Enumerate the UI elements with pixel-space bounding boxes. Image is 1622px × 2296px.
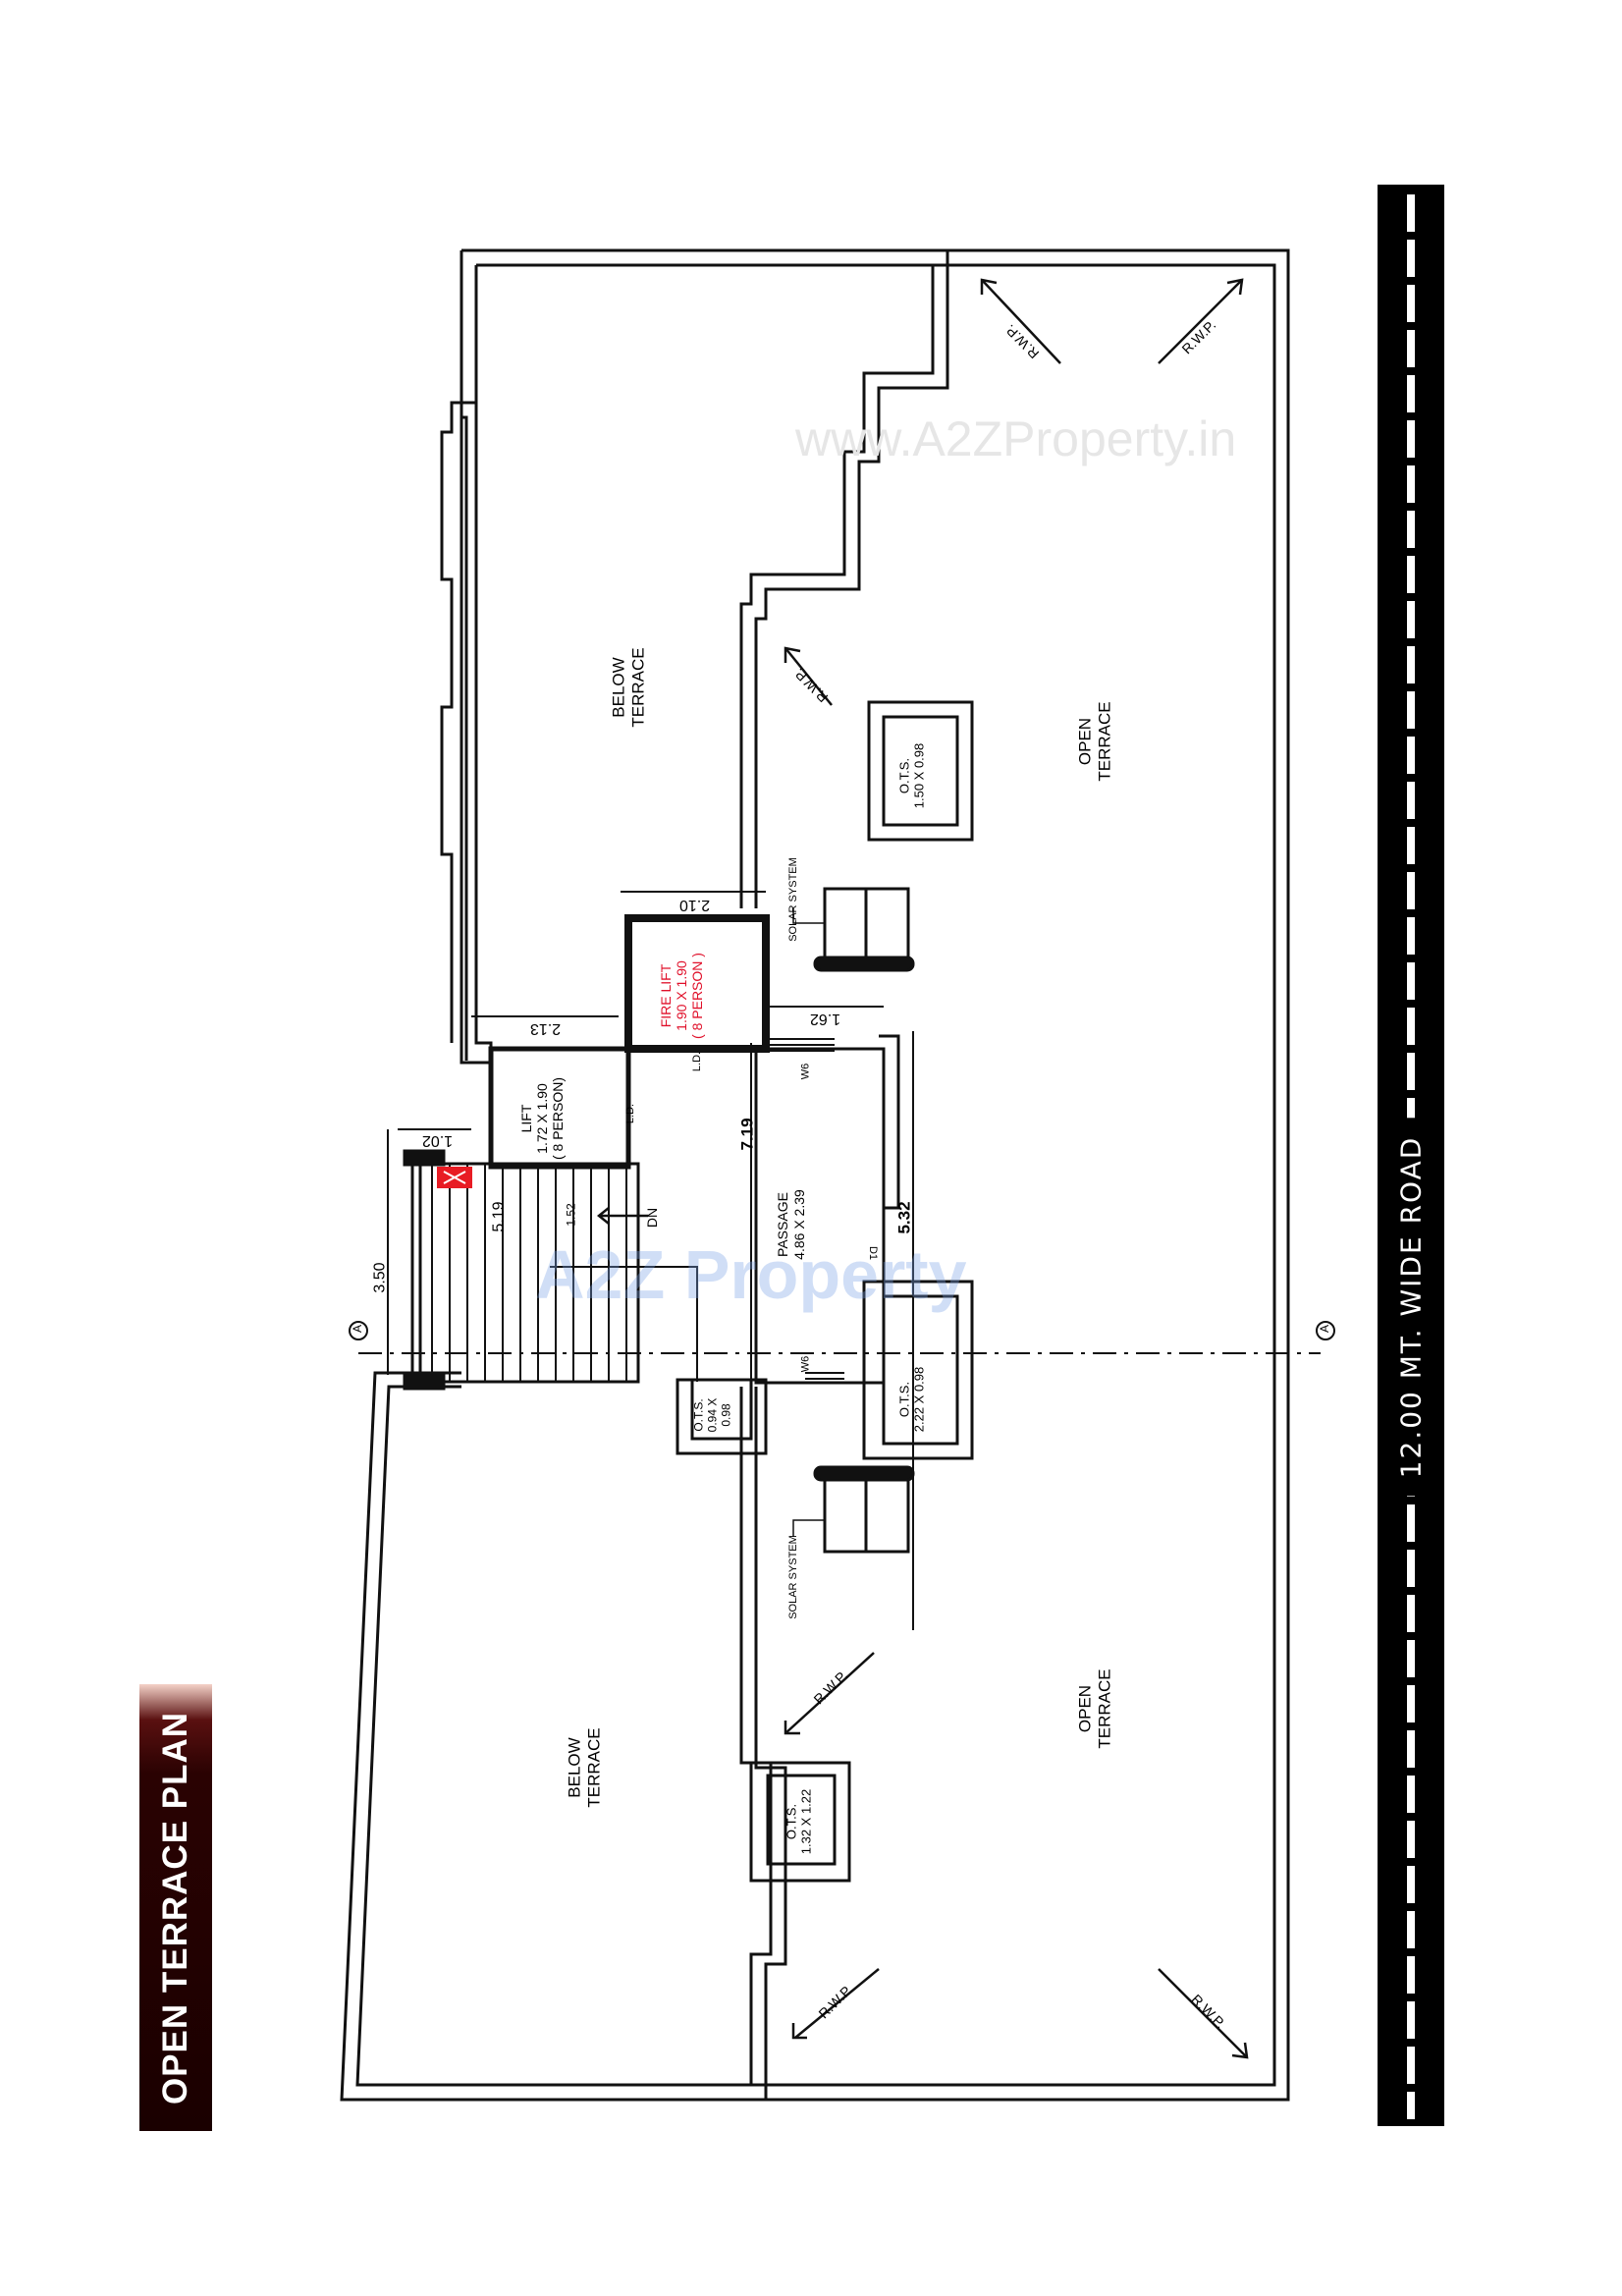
- staircase: [410, 1162, 640, 1384]
- ots-box-4-inner: [766, 1774, 837, 1866]
- lift-shaft: [488, 1046, 631, 1170]
- outer-wall: [340, 248, 1290, 2102]
- rwp-arrows: [596, 278, 1249, 2059]
- passage-room: [754, 1047, 886, 1385]
- ots-box-3-inner: [690, 1378, 753, 1441]
- ots-box-1-outer: [867, 700, 974, 842]
- solar-panel-bottom: [792, 1465, 915, 1554]
- ots-box-2-outer: [862, 1280, 974, 1460]
- below-terrace-bottom-wall: [754, 1387, 787, 2100]
- title-banner: OPEN TERRACE PLAN: [139, 1684, 212, 2131]
- ots-box-4-outer: [749, 1761, 851, 1883]
- road-strip: 12.00 MT. WIDE ROAD: [1378, 185, 1444, 2126]
- fire-lift-shaft: [624, 914, 770, 1053]
- outer-wall-inner: [355, 263, 1276, 2087]
- solar-panel-top: [792, 887, 915, 972]
- ots-box-1-inner: [882, 715, 959, 827]
- window-w6-top: [766, 1038, 835, 1052]
- stair-treads: [431, 1164, 698, 1382]
- window-w6-bottom: [805, 1372, 844, 1380]
- ots-box-2-inner: [882, 1294, 959, 1446]
